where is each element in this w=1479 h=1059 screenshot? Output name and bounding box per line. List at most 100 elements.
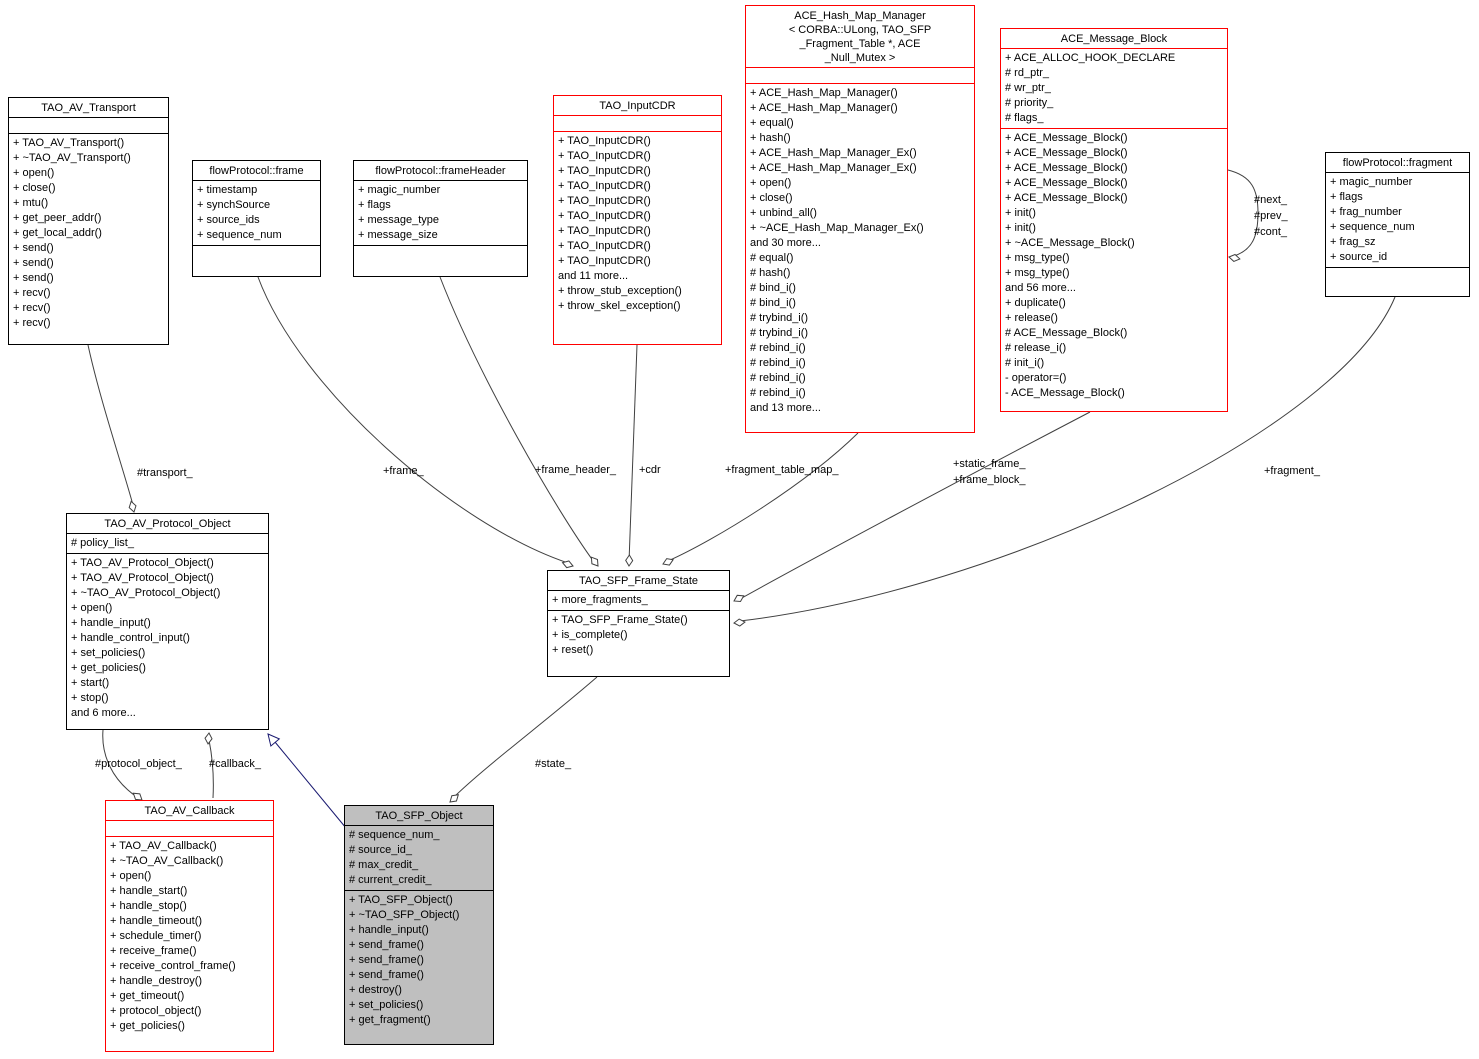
class-methods: + TAO_SFP_Object() + ~TAO_SFP_Object() + h… — [345, 890, 493, 1044]
member-row: + ACE_Message_Block() — [1005, 177, 1128, 189]
class-tao-av-protocol-object[interactable]: TAO_AV_Protocol_Object # policy_list_ + … — [66, 513, 269, 730]
aggregation-diamond-icon — [132, 792, 143, 801]
class-attributes: + magic_number+ flags+ message_type+ mes… — [354, 180, 527, 245]
member-row: + frag_number — [1330, 206, 1402, 218]
aggregation-diamond-icon — [733, 618, 746, 627]
member-row: + TAO_SFP_Object() — [349, 894, 453, 906]
member-row: + open() — [71, 602, 113, 614]
member-row: + get_peer_addr() — [13, 212, 102, 224]
aggregation-diamond-icon — [1228, 253, 1241, 262]
member-row: + get_fragment() — [349, 1014, 431, 1026]
class-title: TAO_InputCDR — [599, 100, 676, 112]
class-methods: + ACE_Message_Block()+ ACE_Message_Block… — [1001, 128, 1227, 411]
member-row: + recv() — [13, 317, 51, 329]
member-row: + TAO_InputCDR() — [558, 150, 651, 162]
aggregation-diamond-icon — [590, 556, 599, 567]
class-flowprotocol-frame[interactable]: flowProtocol::frame + timestamp+ synchSo… — [192, 160, 321, 277]
member-row: + source_id — [1330, 251, 1388, 263]
member-row: + throw_stub_exception() — [558, 285, 682, 297]
edge-label-callback: #callback_ — [209, 758, 261, 770]
class-attributes: # policy_list_ — [67, 533, 268, 553]
edge-label-transport: #transport_ — [137, 467, 193, 479]
member-row: # release_i() — [1005, 342, 1067, 354]
member-row: + handle_timeout() — [110, 915, 203, 927]
member-row: and 56 more... — [1005, 282, 1076, 294]
edge-inheritance — [274, 741, 347, 829]
class-ace-hash-map-manager[interactable]: ACE_Hash_Map_Manager < CORBA::ULong, TAO… — [745, 5, 975, 433]
member-row: # priority_ — [1005, 97, 1054, 109]
member-row: + reset() — [552, 644, 594, 656]
member-row: + more_fragments_ — [552, 594, 648, 606]
class-tao-sfp-frame-state[interactable]: TAO_SFP_Frame_State + more_fragments_ + … — [547, 570, 730, 677]
class-tao-av-callback[interactable]: TAO_AV_Callback + TAO_AV_Callback()+ ~TA… — [105, 800, 274, 1052]
class-methods — [1326, 267, 1469, 296]
edge-state — [453, 676, 598, 798]
member-row: + ~TAO_AV_Protocol_Object() — [71, 587, 221, 599]
inheritance-arrow-icon — [267, 733, 281, 747]
class-attributes: + timestamp+ synchSource+ source_ids+ se… — [193, 180, 320, 245]
edge-frame — [257, 276, 569, 564]
class-flowprotocol-fragment[interactable]: flowProtocol::fragment + magic_number+ f… — [1325, 152, 1470, 297]
class-title: TAO_AV_Protocol_Object — [104, 518, 231, 530]
member-row: + hash() — [750, 132, 791, 144]
class-tao-sfp-object[interactable]: TAO_SFP_Object # sequence_num_# source_i… — [344, 805, 494, 1045]
member-row: + TAO_InputCDR() — [558, 225, 651, 237]
member-row: # rebind_i() — [750, 387, 806, 399]
class-attributes: + ACE_ALLOC_HOOK_DECLARE# rd_ptr_# wr_pt… — [1001, 48, 1227, 128]
member-row: + send_frame() — [349, 954, 424, 966]
class-methods: + TAO_AV_Callback() + ~TAO_AV_Callback() +… — [106, 836, 273, 1051]
member-row: + handle_input() — [71, 617, 151, 629]
edge-fragment-table-map — [667, 432, 859, 562]
member-row: # rebind_i() — [750, 357, 806, 369]
class-methods: + TAO_SFP_Frame_State()+ is_complete()+ … — [548, 610, 729, 676]
member-row: + ~ACE_Message_Block() — [1005, 237, 1135, 249]
member-row: + destroy() — [349, 984, 402, 996]
member-row: + get_policies() — [110, 1020, 185, 1032]
member-row: and 11 more... — [558, 270, 629, 282]
class-tao-inputcdr[interactable]: TAO_InputCDR + TAO_InputCDR() + TAO_Input… — [553, 95, 722, 345]
class-tao-av-transport[interactable]: TAO_AV_Transport + TAO_AV_Transport()+ ~… — [8, 97, 169, 345]
member-row: # hash() — [750, 267, 791, 279]
member-row: + handle_destroy() — [110, 975, 203, 987]
member-row: + TAO_InputCDR() — [558, 210, 651, 222]
member-row: + send_frame() — [349, 939, 424, 951]
member-row: # equal() — [750, 252, 794, 264]
member-row: + TAO_InputCDR() — [558, 195, 651, 207]
member-row: + handle_input() — [349, 924, 429, 936]
member-row: + recv() — [13, 302, 51, 314]
member-row: + send() — [13, 272, 54, 284]
member-row: + timestamp — [197, 184, 258, 196]
member-row: + sequence_num — [197, 229, 282, 241]
member-row: + recv() — [13, 287, 51, 299]
member-row: + receive_control_frame() — [110, 960, 236, 972]
aggregation-diamond-icon — [128, 500, 137, 513]
member-row: + ACE_Hash_Map_Manager() — [750, 102, 898, 114]
aggregation-diamond-icon — [561, 560, 574, 569]
member-row: + throw_skel_exception() — [558, 300, 681, 312]
member-row: + schedule_timer() — [110, 930, 202, 942]
member-row: # source_id_ — [349, 844, 412, 856]
class-ace-message-block[interactable]: ACE_Message_Block + ACE_ALLOC_HOOK_DECLA… — [1000, 28, 1228, 412]
member-row: + open() — [110, 870, 152, 882]
edge-label-static-frame: +static_frame_ +frame_block_ — [953, 458, 1026, 486]
member-row: + ~TAO_SFP_Object() — [349, 909, 460, 921]
member-row: + protocol_object() — [110, 1005, 202, 1017]
member-row: + ~TAO_AV_Callback() — [110, 855, 224, 867]
member-row: + ACE_Hash_Map_Manager_Ex() — [750, 162, 917, 174]
member-row: + TAO_AV_Callback() — [110, 840, 217, 852]
member-row: + handle_start() — [110, 885, 188, 897]
member-row: + ~TAO_AV_Transport() — [13, 152, 131, 164]
class-title: ACE_Hash_Map_Manager < CORBA::ULong, TAO… — [788, 10, 932, 64]
member-row: # max_credit_ — [349, 859, 419, 871]
member-row: # ACE_Message_Block() — [1005, 327, 1128, 339]
class-attributes — [554, 115, 721, 131]
member-row: + TAO_InputCDR() — [558, 165, 651, 177]
member-row: + sequence_num — [1330, 221, 1415, 233]
member-row: + flags — [358, 199, 391, 211]
member-row: + release() — [1005, 312, 1058, 324]
member-row: + ACE_Hash_Map_Manager_Ex() — [750, 147, 917, 159]
member-row: + TAO_AV_Protocol_Object() — [71, 557, 214, 569]
class-flowprotocol-frameheader[interactable]: flowProtocol::frameHeader + magic_number… — [353, 160, 528, 277]
